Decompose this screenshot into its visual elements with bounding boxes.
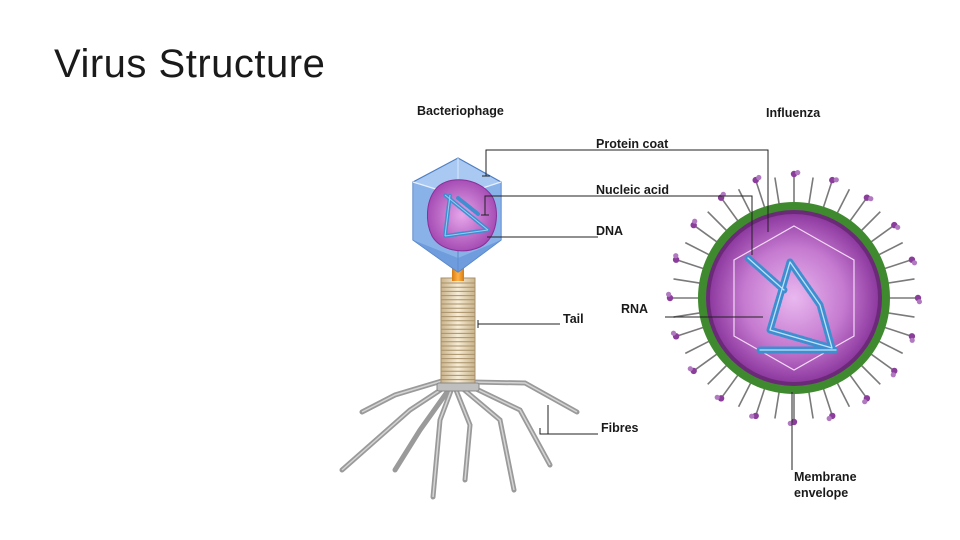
label-membrane-line1: Membrane: [794, 470, 857, 484]
spike-head: [833, 177, 839, 183]
label-tail: Tail: [563, 312, 584, 326]
surface-spike: [755, 387, 766, 415]
bacteriophage-heading: Bacteriophage: [417, 104, 504, 118]
surface-spike: [721, 373, 740, 398]
surface-spike: [869, 352, 894, 371]
surface-spike: [886, 278, 915, 285]
spike-head: [670, 330, 677, 336]
spike-head: [916, 299, 923, 305]
surface-spike: [694, 225, 719, 244]
spike-head: [692, 218, 698, 224]
label-protein-coat: Protein coat: [596, 137, 669, 151]
phage-dna: [427, 179, 497, 252]
spike-head: [749, 413, 755, 419]
label-dna: DNA: [596, 224, 623, 238]
spike-head: [673, 253, 679, 259]
surface-spike: [673, 278, 702, 285]
inner-capsid-hexagon: [733, 225, 855, 371]
surface-spike: [774, 177, 781, 206]
label-membrane-line2: envelope: [794, 486, 848, 500]
spike-head: [795, 170, 801, 176]
spike-head: [862, 399, 868, 405]
surface-spike: [835, 188, 851, 215]
viral-rna: [744, 254, 840, 354]
surface-spike: [774, 390, 781, 419]
surface-spike: [684, 241, 711, 257]
spike-head: [752, 412, 759, 420]
surface-spike: [673, 311, 702, 318]
bacteriophage: [339, 157, 580, 500]
leader-lines: [477, 149, 793, 470]
surface-spike: [822, 181, 833, 209]
surface-spike: [807, 177, 814, 206]
influenza-virion: [666, 170, 923, 426]
spike-head: [909, 337, 915, 343]
diagram-labels: Bacteriophage Influenza Protein coat Nuc…: [417, 104, 857, 500]
surface-spike: [877, 241, 904, 257]
surface-spike: [859, 363, 881, 385]
spike-head: [911, 260, 918, 266]
surface-spike: [707, 363, 729, 385]
label-nucleic-acid: Nucleic acid: [596, 183, 669, 197]
slide-title: Virus Structure: [54, 42, 326, 86]
surface-spike: [721, 198, 740, 223]
surface-spike: [869, 225, 894, 244]
spike-head: [687, 366, 693, 372]
spike-head: [908, 333, 916, 340]
surface-spike: [737, 381, 753, 408]
spike-head: [826, 415, 832, 422]
spike-head: [714, 394, 720, 400]
spike-head: [868, 196, 874, 202]
surface-spike: [848, 198, 867, 223]
spike-head: [672, 256, 680, 263]
surface-spike: [822, 387, 833, 415]
spike-head: [666, 291, 672, 297]
surface-spike: [707, 211, 729, 233]
surface-spike: [883, 326, 911, 337]
surface-spike: [677, 259, 705, 270]
capsid-core: [710, 214, 878, 382]
spike-head: [756, 174, 762, 181]
surface-spike: [684, 339, 711, 355]
surface-spike: [886, 311, 915, 318]
surface-spike: [859, 211, 881, 233]
surface-spike: [807, 390, 814, 419]
spike-head: [829, 176, 836, 184]
surface-spike: [883, 259, 911, 270]
surface-spike: [877, 339, 904, 355]
surface-spike: [755, 181, 766, 209]
spike-head: [890, 372, 896, 378]
surface-spike: [677, 326, 705, 337]
surface-spike: [848, 373, 867, 398]
spike-head: [895, 224, 901, 230]
tail-sheath: [436, 277, 480, 392]
label-rna: RNA: [621, 302, 648, 316]
surface-spike: [835, 381, 851, 408]
label-fibres: Fibres: [601, 421, 639, 435]
surface-spike: [694, 352, 719, 371]
influenza-heading: Influenza: [766, 106, 821, 120]
surface-spike: [737, 188, 753, 215]
